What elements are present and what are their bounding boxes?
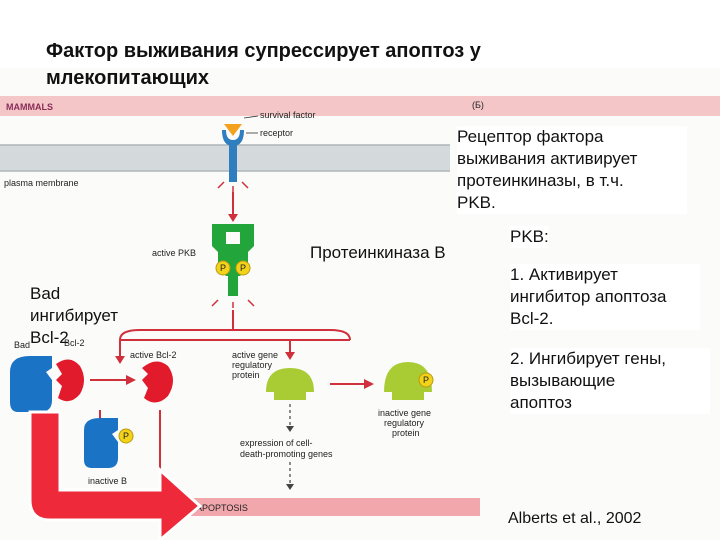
inactive-bad-label: inactive B	[88, 476, 127, 486]
bad-note: Bad ингибирует Bcl-2	[30, 284, 119, 347]
citation: Alberts et al., 2002	[508, 510, 642, 527]
slide-title: Фактор выживания супрессирует апоптоз у …	[46, 40, 481, 89]
expression-label: expression of cell-	[240, 438, 313, 448]
bcl2-protein-icon	[56, 359, 84, 402]
panel-header-band	[0, 96, 720, 116]
plasma-membrane-label: plasma membrane	[4, 178, 79, 188]
svg-text:regulatory: regulatory	[384, 418, 425, 428]
svg-text:protein: protein	[232, 370, 260, 380]
svg-text:regulatory: regulatory	[232, 360, 273, 370]
svg-text:P: P	[123, 431, 129, 441]
active-bcl2-label: active Bcl-2	[130, 350, 177, 360]
survival-factor-label: survival factor	[260, 110, 316, 120]
big-red-arrow	[28, 410, 203, 540]
receptor-note: Рецептор фактора выживания активирует пр…	[457, 126, 687, 214]
bad-protein-icon	[10, 356, 52, 412]
receptor-icon	[222, 130, 244, 146]
panel-letter: (Б)	[472, 100, 484, 110]
inactive-bad-icon	[84, 418, 118, 468]
phosphate-icon	[235, 260, 251, 276]
svg-text:P: P	[423, 375, 429, 385]
svg-text:protein: protein	[392, 428, 420, 438]
svg-text:death-promoting genes: death-promoting genes	[240, 449, 333, 459]
survival-factor-icon	[224, 124, 242, 136]
svg-text:inactive gene: inactive gene	[378, 408, 431, 418]
receptor-stalk	[229, 144, 237, 182]
bcl2-label: Bcl-2	[64, 338, 85, 348]
phosphate-icon	[118, 428, 134, 444]
bad-label: Bad	[14, 340, 30, 350]
receptor-label: receptor	[260, 128, 293, 138]
svg-text:P: P	[220, 263, 226, 273]
active-bcl2-icon	[142, 361, 173, 403]
active-gene-protein-icon	[266, 368, 314, 400]
svg-text:active gene: active gene	[232, 350, 278, 360]
pkb-point-2: 2. Ингибирует гены, вызывающие апоптоз	[510, 348, 710, 414]
panel-label: MAMMALS	[6, 102, 53, 112]
apoptosis-label: APOPTOSIS	[196, 503, 248, 513]
pkb-point-1: 1. Активирует ингибитор апоптоза Bcl-2.	[510, 264, 700, 330]
apoptosis-bar	[160, 498, 480, 516]
svg-text:P: P	[240, 263, 246, 273]
phosphate-icon	[215, 260, 231, 276]
pkb-heading: PKB:	[510, 226, 549, 248]
phosphate-icon	[418, 372, 434, 388]
pkb-label: Протеинкиназа В	[310, 243, 446, 262]
activation-burst-icon	[217, 181, 249, 192]
active-pkb-label: active PKB	[152, 248, 196, 258]
plasma-membrane	[0, 145, 450, 171]
inactive-gene-protein-icon	[384, 362, 432, 400]
